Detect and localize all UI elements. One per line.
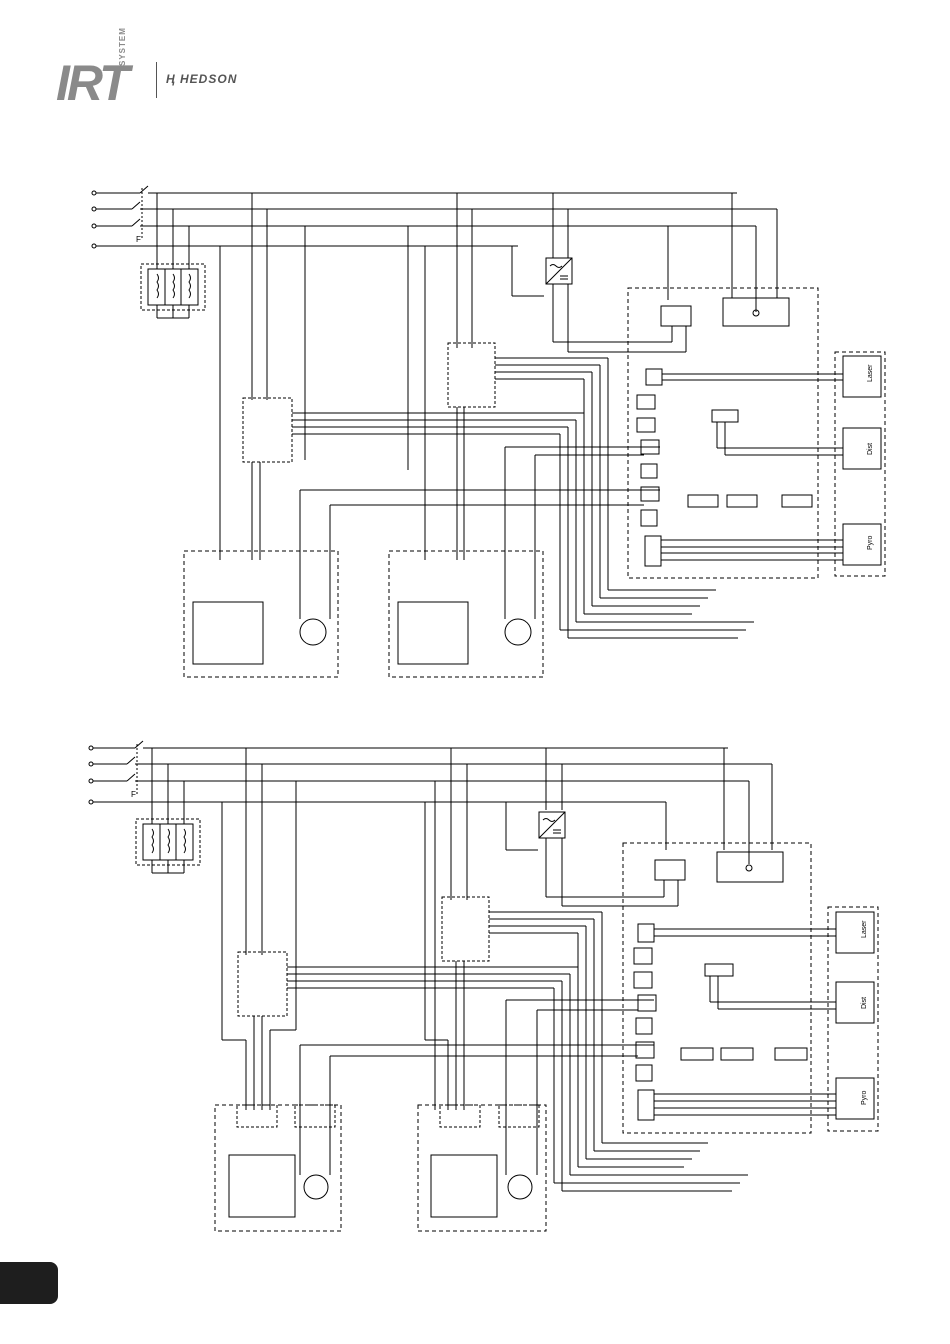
pyro-label-2: Pyro: [861, 1091, 868, 1106]
laser-label: Laser: [867, 364, 874, 382]
laser-label-2: Laser: [861, 920, 868, 938]
fuse-label: F: [136, 235, 141, 244]
sensor-box: Laser Dist Pyro: [661, 352, 885, 576]
fuse-block-2: [136, 748, 200, 873]
heater-cassettes: [184, 447, 660, 677]
main-switch-2: F: [127, 741, 772, 799]
page-tab: [0, 1262, 58, 1304]
return-bus: [560, 358, 754, 638]
sensor-box-2: Laser Dist Pyro: [654, 907, 878, 1131]
main-switch: F: [132, 186, 777, 244]
controller-cabinet: [628, 288, 818, 578]
schematic-1: F: [92, 186, 885, 677]
pyro-label: Pyro: [867, 536, 874, 551]
fuse-block: [141, 193, 205, 318]
dist-label: Dist: [867, 443, 874, 455]
relay-boxes-2: [238, 897, 602, 1110]
power-supply-2: [539, 812, 678, 906]
return-bus-2: [554, 912, 748, 1191]
controller-cabinet-2: [623, 843, 811, 1133]
fuse-label-2: F: [131, 790, 136, 799]
dist-label-2: Dist: [861, 997, 868, 1009]
power-supply: [546, 258, 686, 352]
mains-input-terminals-2: [89, 746, 666, 804]
schematic-2: F: [89, 741, 878, 1231]
